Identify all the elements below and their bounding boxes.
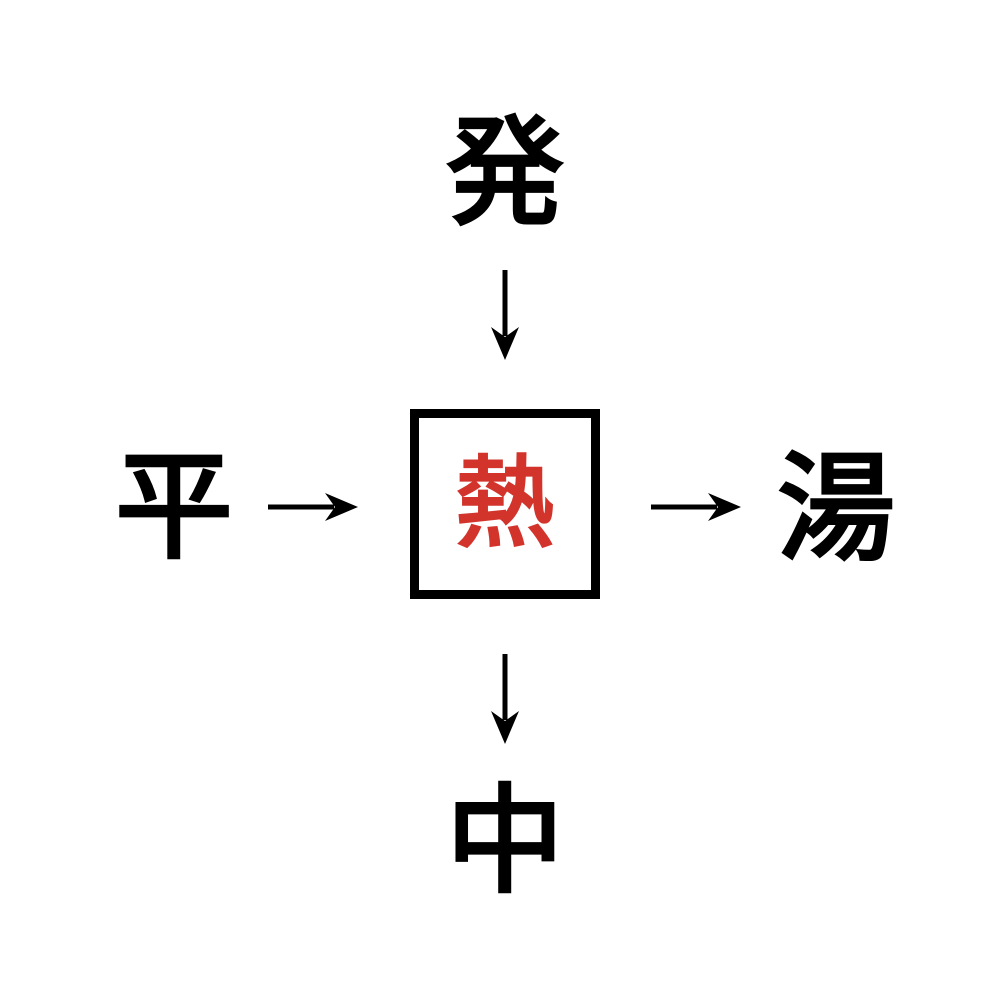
kanji-left: 平 [114, 438, 234, 576]
kanji-center: 熱 [455, 445, 555, 562]
right-arrow-icon [651, 493, 741, 521]
right-arrow-icon [268, 493, 358, 521]
kanji-top: 発 [445, 104, 565, 242]
kanji-bottom: 中 [445, 772, 565, 910]
answer-box: 熱 [410, 409, 600, 599]
down-arrow-icon [491, 654, 519, 744]
down-arrow-icon [491, 270, 519, 360]
kanji-right: 湯 [776, 440, 896, 578]
